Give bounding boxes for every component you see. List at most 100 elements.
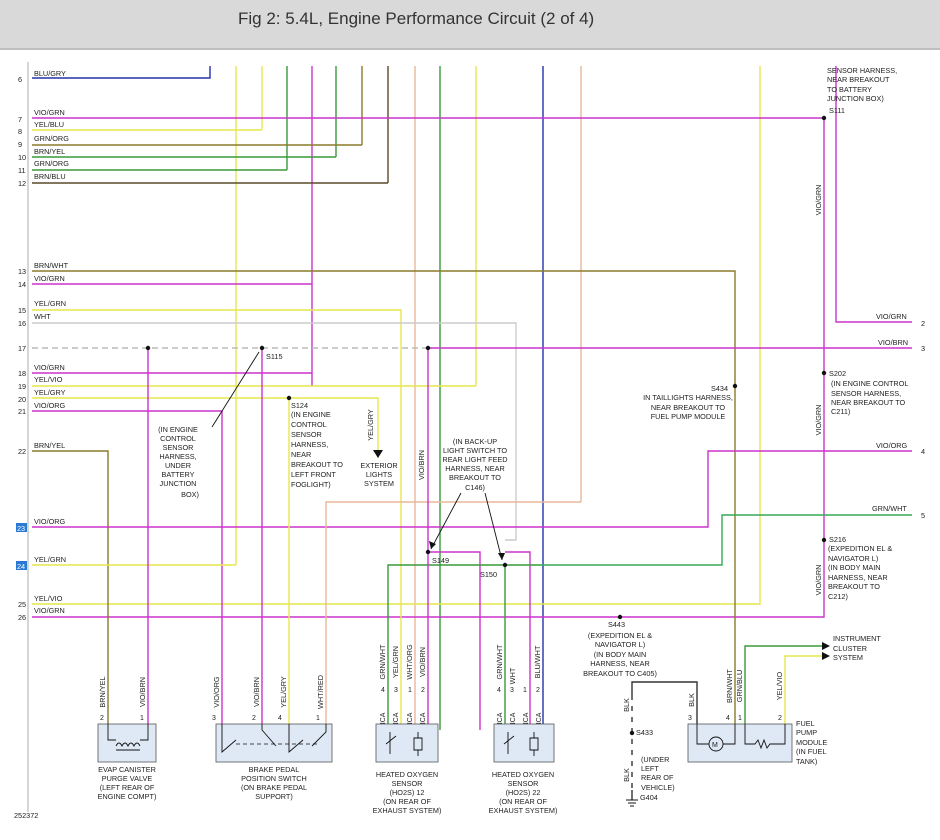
right-wire-5: GRN/WHT	[872, 504, 907, 513]
note-s434-line-3: FUEL PUMP MODULE	[651, 412, 726, 421]
row-wire-21: VIO/ORG	[34, 401, 66, 410]
dot-s150	[502, 562, 508, 568]
pin-h22-4: 2	[536, 687, 540, 694]
vlabel-brake-2: VIO/BRN	[252, 677, 261, 707]
note-s202-line-4: C211)	[831, 407, 850, 416]
wire-s149-loop	[428, 551, 481, 730]
row-wire-14: VIO/GRN	[34, 274, 65, 283]
wire-yelvio-fp	[784, 655, 822, 730]
note-s216-line-1: (EXPEDITION EL &	[828, 544, 892, 553]
vlabel-evap-2: VIO/BRN	[138, 677, 147, 707]
note-s443-line-1: (EXPEDITION EL &	[588, 631, 652, 640]
row-wire-24: YEL/GRN	[34, 555, 66, 564]
vlabel-fp-3: YEL/VIO	[775, 671, 784, 700]
row-wire-6: BLU/GRY	[34, 69, 66, 78]
note-s434-line-1: IN TAILLIGHTS HARNESS,	[643, 393, 733, 402]
ho2s22-label-4: (ON REAR OF	[499, 797, 547, 806]
pin-h12-3: 1	[408, 687, 412, 694]
fp-label-2: PUMP	[796, 728, 817, 737]
wire-peach-diag	[325, 501, 581, 730]
note-s115-line-7: JUNCTION	[160, 479, 197, 488]
row-wire-13: BRN/WHT	[34, 261, 69, 270]
wire-row-13	[32, 270, 736, 730]
splice-s216: S216	[829, 535, 846, 544]
note-backup-line-4: HARNESS, NEAR	[445, 464, 505, 473]
wire-yellow-v760	[32, 66, 761, 605]
vertical-wires	[32, 66, 912, 730]
row-num-11: 11	[18, 166, 26, 175]
note-exterior-line-3: SYSTEM	[364, 479, 394, 488]
vlabel-h22-3: BLU/WHT	[533, 645, 542, 678]
note-s111-line-3: TO BATTERY	[827, 85, 872, 94]
right-num-5: 5	[921, 511, 925, 520]
dot-s433	[629, 730, 635, 736]
note-s443-line-2: NAVIGATOR L)	[595, 640, 645, 649]
note-g404-line-2: LEFT	[641, 764, 659, 773]
row-num-24: 24	[17, 562, 25, 571]
row-wire-20: YEL/GRY	[34, 388, 66, 397]
row-num-15: 15	[18, 306, 26, 315]
vlabel-fp-2: GRN/BLU	[735, 670, 744, 702]
vlabel-blk-c: BLK	[687, 693, 696, 707]
note-cluster-line-3: SYSTEM	[833, 653, 863, 662]
pin-fp-2: 4	[726, 715, 730, 722]
wire-row-15	[32, 309, 402, 730]
note-s115: (IN ENGINE CONTROL SENSOR HARNESS, UNDER…	[158, 351, 260, 499]
vlabel-h12-4: VIO/BRN	[418, 647, 427, 677]
pin-h22-1: 4	[497, 687, 501, 694]
note-s216-line-5: BREAKOUT TO	[828, 582, 880, 591]
nca-h12-3: NCA	[407, 712, 414, 727]
note-s115-line-2: CONTROL	[160, 434, 196, 443]
nca-h12-2: NCA	[393, 712, 400, 727]
note-s124-line-3: SENSOR	[291, 430, 322, 439]
pin-fp-3: 1	[738, 715, 742, 722]
evap-label-1: EVAP CANISTER	[98, 765, 156, 774]
note-g404-line-4: VEHICLE)	[641, 783, 675, 792]
right-num-4: 4	[921, 447, 925, 456]
note-s115-line-8: BOX)	[181, 490, 199, 499]
right-wire-4: VIO/ORG	[876, 441, 908, 450]
dot-s111	[821, 115, 827, 121]
brake-label-1: BRAKE PEDAL	[249, 765, 300, 774]
note-s202-line-1: (IN ENGINE CONTROL	[831, 379, 908, 388]
brake-label-2: POSITION SWITCH	[241, 774, 307, 783]
note-s216-line-6: C212)	[828, 592, 848, 601]
vlabel-evap-1: BRN/YEL	[98, 676, 107, 707]
note-s216: (EXPEDITION EL & NAVIGATOR L) (IN BODY M…	[828, 544, 892, 601]
note-s202-line-2: SENSOR HARNESS,	[831, 389, 901, 398]
vlabel-h12-3: WHT/ORG	[405, 644, 414, 680]
ho2s22-label-5: EXHAUST SYSTEM)	[489, 806, 558, 815]
ho2s22-label-1: HEATED OXYGEN	[492, 770, 554, 779]
note-s443-line-3: (IN BODY MAIN	[594, 650, 647, 659]
row-num-10: 10	[18, 153, 26, 162]
note-g404: (UNDER LEFT REAR OF VEHICLE) BLK BLK	[622, 698, 675, 807]
vlabel-h12-1: GRN/WHT	[378, 644, 387, 679]
pin-brake-2: 2	[252, 715, 256, 722]
splice-s149: S149	[432, 556, 449, 565]
note-cluster-line-1: INSTRUMENT	[833, 634, 881, 643]
wire-blu-gry-drop	[32, 66, 211, 79]
vlabel-h22-1: GRN/WHT	[495, 644, 504, 679]
splice-s443: S443	[608, 620, 625, 629]
note-s124-line-8: FOGLIGHT)	[291, 480, 331, 489]
note-s111-line-2: NEAR BREAKOUT	[827, 75, 890, 84]
note-s124-line-7: LEFT FRONT	[291, 470, 336, 479]
note-g404-line-1: (UNDER	[641, 755, 669, 764]
pin-h22-3: 1	[523, 687, 527, 694]
evap-label-3: (LEFT REAR OF	[100, 783, 155, 792]
wire-s150-loop	[505, 551, 531, 730]
splice-s115: S115	[266, 352, 283, 361]
ho2s12-label-1: HEATED OXYGEN	[376, 770, 438, 779]
note-backup-line-6: C146)	[465, 483, 485, 492]
vlabel-viogrn-c: VIO/GRN	[814, 565, 823, 596]
row-num-9: 9	[18, 140, 22, 149]
component-ho2s-22: GRN/WHT WHT BLU/WHT 4 3 1 2 NCA NCA NCA …	[489, 644, 558, 815]
wire-row-22	[32, 450, 109, 730]
pin-evap-2: 1	[140, 715, 144, 722]
row-num-25: 25	[18, 600, 26, 609]
row-num-21: 21	[18, 407, 26, 416]
note-s216-line-2: NAVIGATOR L)	[828, 554, 878, 563]
note-s216-line-4: HARNESS, NEAR	[828, 573, 888, 582]
note-s124: (IN ENGINE CONTROL SENSOR HARNESS, NEAR …	[291, 410, 343, 489]
